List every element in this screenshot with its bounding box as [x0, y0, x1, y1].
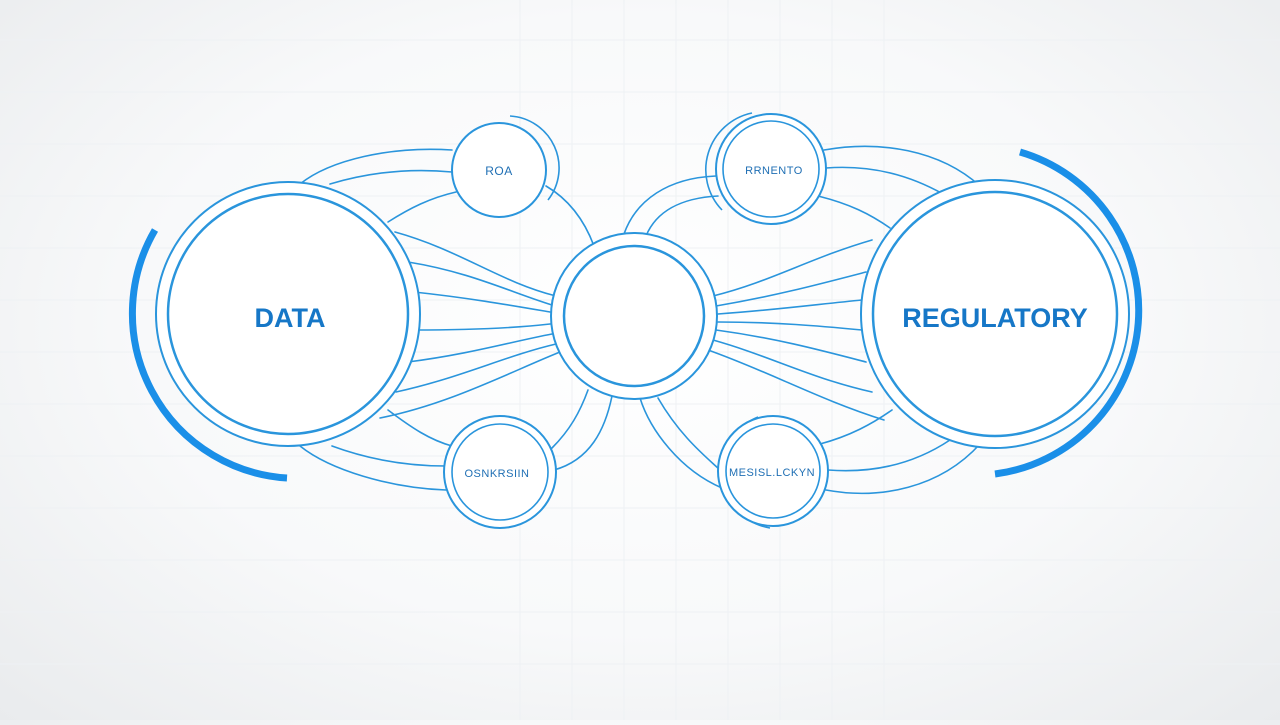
connection-curve	[553, 395, 613, 471]
connection-curve	[707, 349, 885, 421]
node-data-label: DATA	[255, 303, 326, 333]
connection-curve	[823, 145, 981, 187]
connection-curve	[825, 443, 981, 495]
connection-curve	[299, 445, 447, 491]
node-data[interactable]: DATA	[155, 181, 421, 447]
connection-curve	[329, 169, 453, 185]
connection-curve	[712, 339, 873, 393]
node-top-right-label: RRNENTO	[745, 165, 803, 177]
connection-curve	[379, 351, 561, 419]
connection-curve	[639, 397, 723, 489]
connection-curve	[394, 231, 557, 297]
left-accent-arc	[128, 228, 288, 482]
connection-curve	[825, 166, 951, 199]
connection-curve	[623, 175, 717, 235]
connection-curve	[407, 333, 553, 363]
connection-curve	[819, 409, 893, 445]
connection-curve	[712, 239, 873, 297]
connection-curve	[817, 195, 891, 229]
connection-curve	[407, 261, 553, 306]
node-top-left[interactable]: ROA	[451, 115, 560, 218]
connection-lines	[299, 145, 981, 495]
node-top-right[interactable]: RRNENTO	[705, 112, 827, 225]
connection-curve	[331, 445, 447, 467]
connection-curve	[717, 299, 863, 315]
node-top-left-label: ROA	[485, 164, 513, 178]
connection-curve	[657, 397, 721, 471]
node-bottom-left[interactable]: OSNKRSIIN	[443, 415, 557, 529]
connection-curve	[715, 329, 867, 363]
node-bottom-left-label: OSNKRSIIN	[464, 468, 529, 480]
connection-curve	[387, 409, 453, 447]
node-center[interactable]	[550, 232, 718, 400]
connection-curve	[715, 271, 867, 307]
node-regulatory[interactable]: REGULATORY	[860, 179, 1130, 449]
connection-curve	[551, 389, 589, 449]
connection-curve	[413, 291, 551, 313]
node-bottom-right-label: MESISL.LCKYN	[729, 467, 815, 479]
connection-curve	[413, 323, 551, 331]
right-accent-arc	[994, 148, 1143, 478]
connection-curve	[645, 195, 719, 237]
connection-curve	[395, 343, 557, 393]
connection-curve	[827, 439, 951, 472]
node-regulatory-label: REGULATORY	[902, 303, 1088, 333]
connection-curve	[387, 191, 457, 223]
connection-curve	[299, 148, 453, 185]
connection-curve	[545, 185, 595, 247]
node-bottom-right[interactable]: MESISL.LCKYN	[717, 415, 829, 529]
connection-curve	[717, 321, 863, 331]
